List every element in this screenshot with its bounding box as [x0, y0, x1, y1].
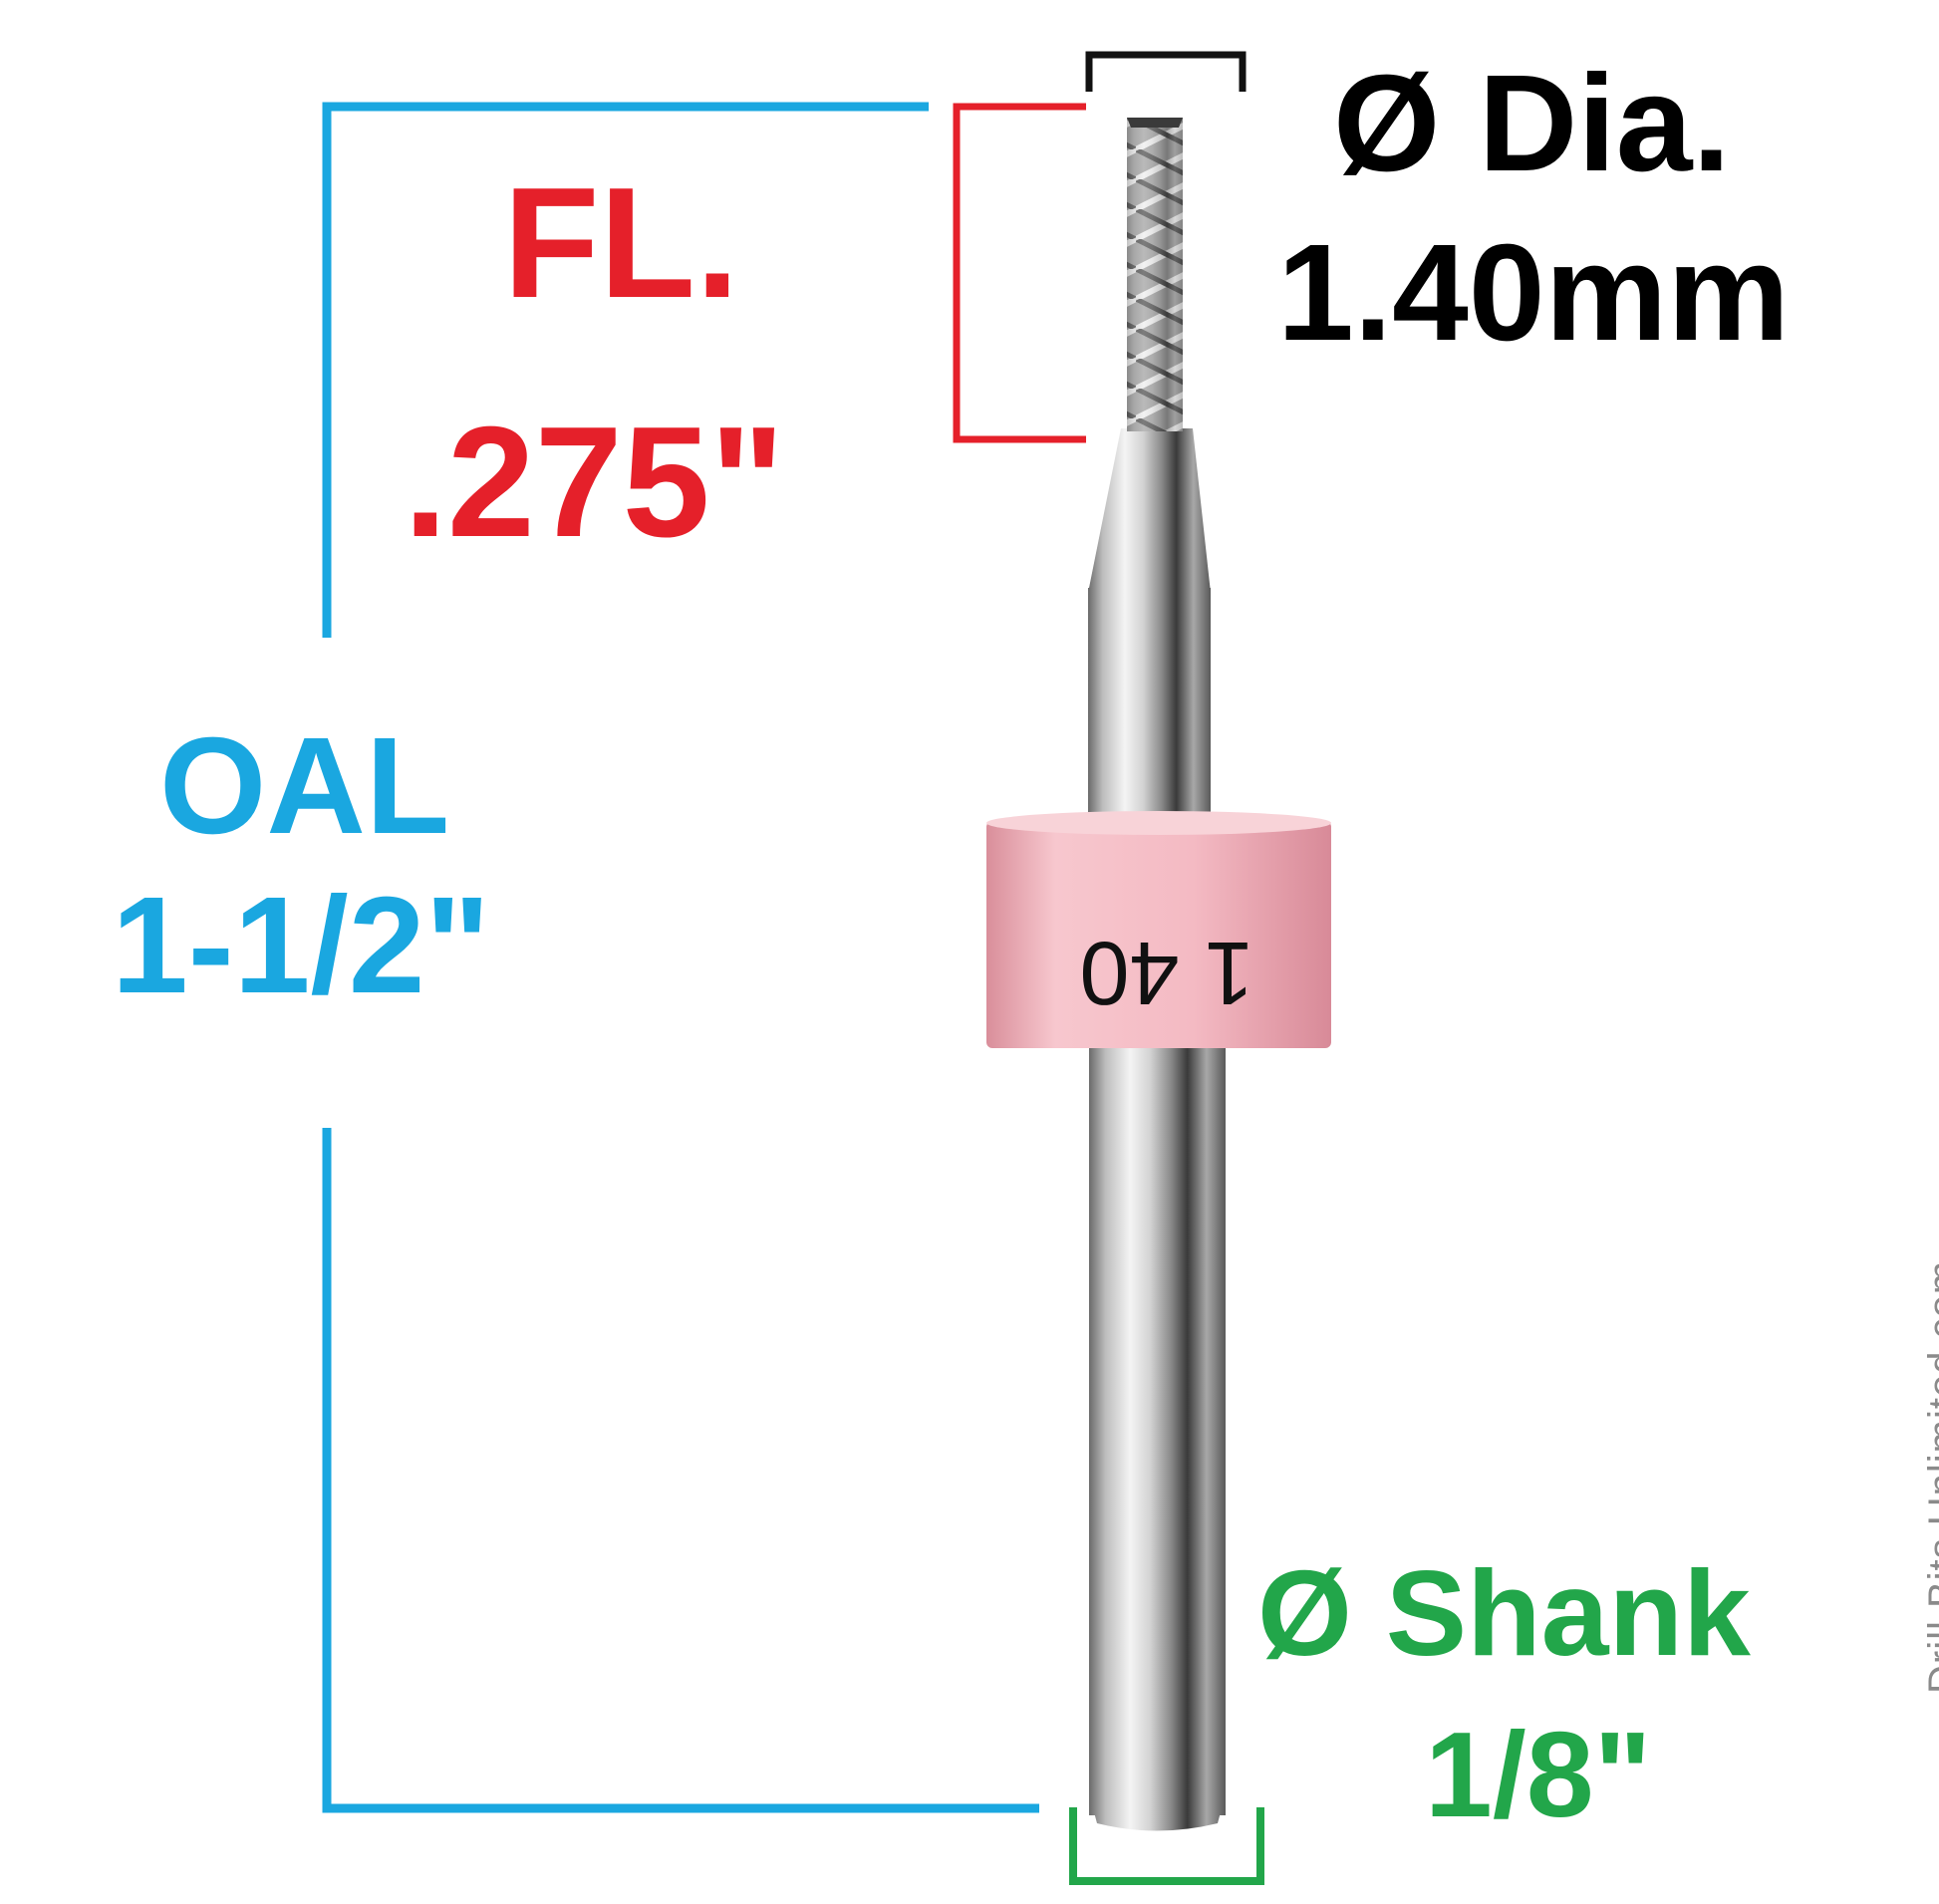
drill-bit: 1 40: [986, 118, 1331, 1831]
overall-length-bracket: [322, 102, 1039, 1813]
taper: [1088, 428, 1211, 593]
neck: [1088, 588, 1211, 847]
diameter-title: Ø Dia.: [1333, 47, 1731, 200]
collar-text: 1 40: [1079, 923, 1253, 1022]
shank-value: 1/8": [1425, 1707, 1652, 1842]
flute-length-title: FL.: [503, 155, 739, 331]
shank: [1089, 1026, 1226, 1815]
shank-tip: [1089, 1793, 1226, 1831]
diameter-value: 1.40mm: [1277, 216, 1790, 370]
watermark: Drill Bits Unlimited.com: [1921, 1259, 1939, 1694]
flute-length-bracket: [953, 103, 1086, 443]
shank-bracket: [1069, 1807, 1264, 1885]
diameter-bracket: [1085, 51, 1246, 92]
overall-length-value: 1-1/2": [112, 869, 490, 1022]
shank-title: Ø Shank: [1257, 1545, 1751, 1681]
overall-length-title: OAL: [159, 709, 450, 863]
collar: [986, 821, 1331, 1048]
flute-length-value: .275": [404, 395, 785, 570]
